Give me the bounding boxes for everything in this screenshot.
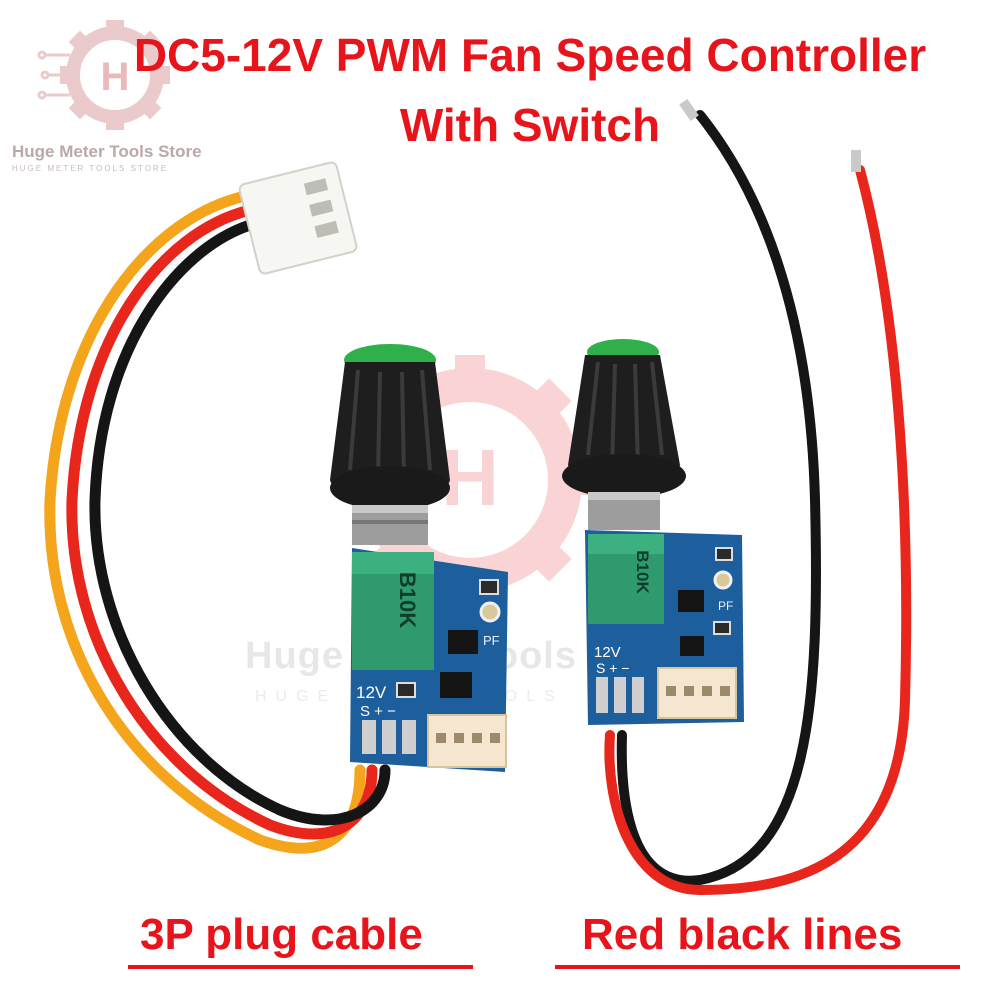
store-name: Huge Meter Tools Store: [12, 142, 202, 161]
product-title: DC5-12V PWM Fan Speed Controller: [133, 29, 927, 81]
watermark-logo-letter: H: [441, 433, 499, 522]
store-subtitle: HUGE METER TOOLS STORE: [12, 164, 169, 173]
xh-connector-3pin: [238, 161, 358, 275]
caption-red-black-lines: Red black lines: [582, 910, 903, 959]
left-cable-wires: [44, 189, 391, 854]
svg-text:H: H: [101, 55, 130, 99]
pin-labels: S + −: [360, 703, 396, 720]
pot-label: B10K: [395, 572, 420, 628]
caption-underline-right: [555, 965, 960, 969]
pf-label: PF: [718, 599, 733, 613]
product-subtitle: With Switch: [399, 99, 661, 151]
voltage-label: 12V: [356, 683, 387, 702]
right-controller-board: B10K PF 12V S + −: [562, 339, 744, 725]
knob-icon: [330, 362, 450, 499]
right-lead-wires: [604, 98, 912, 896]
pin-labels: S + −: [596, 660, 629, 676]
pot-label: B10K: [633, 550, 652, 594]
store-logo-icon: H: [37, 20, 170, 130]
voltage-label: 12V: [594, 644, 621, 661]
caption-underline-left: [128, 965, 473, 969]
left-controller-board: B10K PF 12V S + −: [330, 344, 508, 772]
pf-label: PF: [483, 633, 500, 648]
caption-3p-plug-cable: 3P plug cable: [140, 910, 423, 959]
